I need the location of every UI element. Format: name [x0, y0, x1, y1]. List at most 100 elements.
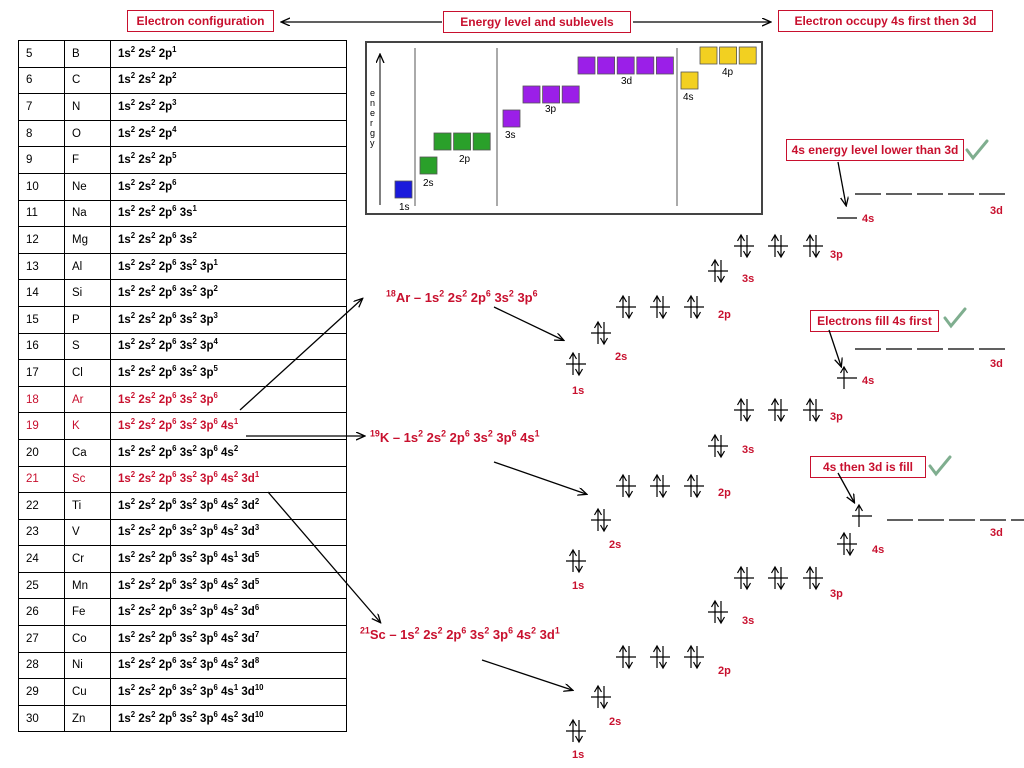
pointer-arrow [837, 472, 854, 502]
atomic-number: 16 [18, 332, 65, 361]
orbital-box-2p [472, 132, 491, 151]
label-4s: 4s [872, 544, 884, 556]
label-2p: 2p [718, 665, 731, 677]
scandium-equation: 21Sc – 1s2 2s2 2p6 3s2 3p6 4s2 3d1 [360, 625, 560, 642]
pointer-arrow [493, 461, 586, 494]
label-4s: 4s [862, 213, 874, 225]
electron-configuration: 1s2 2s2 2p6 3s2 3p6 4s2 3d1 [110, 465, 347, 494]
orbital-3p [768, 397, 788, 423]
orbital-box-3p [522, 85, 541, 104]
label-2s: 2s [609, 539, 621, 551]
label-1s: 1s [572, 580, 584, 592]
label-3s: 3s [742, 444, 754, 456]
electron-configuration: 1s2 2s2 2p6 3s2 3p6 4s2 [110, 438, 347, 467]
sublevel-label-4s: 4s [683, 92, 694, 103]
orbital-1s [566, 548, 586, 574]
atomic-number: 24 [18, 545, 65, 573]
atomic-number: 12 [18, 226, 65, 254]
check-icon [928, 455, 952, 477]
pointer-arrow [267, 491, 380, 622]
electron-configuration: 1s2 2s2 2p6 3s2 3p6 4s1 [110, 412, 347, 440]
electron-configuration: 1s2 2s2 2p4 [110, 119, 347, 148]
orbital-box-3d [636, 56, 655, 75]
element-symbol: O [64, 119, 111, 148]
element-symbol: Mg [64, 226, 111, 254]
label-3d: 3d [990, 527, 1003, 539]
sublevel-label-3d: 3d [621, 76, 632, 87]
orbital-3p [803, 397, 823, 423]
orbital-2p [616, 644, 636, 670]
check-icon [943, 307, 967, 329]
label-3d: 3d [990, 205, 1003, 217]
orbital-box-4s [680, 71, 699, 90]
label-1s: 1s [572, 385, 584, 397]
orbital-box-2p [453, 132, 472, 151]
label-2p: 2p [718, 487, 731, 499]
orbital-box-1s [394, 180, 413, 199]
orbital-box-4p [738, 46, 757, 65]
label-2s: 2s [609, 716, 621, 728]
pointer-arrow [239, 299, 362, 411]
orbital-box-3s [502, 109, 521, 128]
orbital-4s [837, 531, 857, 557]
orbital-3s [708, 599, 728, 625]
electron-configuration: 1s2 2s2 2p6 3s2 3p6 4s1 3d10 [110, 678, 347, 706]
element-symbol: P [64, 305, 111, 334]
chart-frame [365, 41, 763, 215]
electron-configuration: 1s2 2s2 2p5 [110, 146, 347, 174]
orbital-3p [734, 565, 754, 591]
element-symbol: Si [64, 279, 111, 307]
orbital-3p [734, 233, 754, 259]
electron-configuration: 1s2 2s2 2p3 [110, 93, 347, 121]
pointer-arrow [481, 659, 572, 690]
occupy-4s-first-callout: Electron occupy 4s first then 3d [778, 10, 993, 32]
pointer-arrow [493, 306, 563, 340]
orbital-2p [650, 294, 670, 320]
electron-configuration: 1s2 2s2 2p6 3s2 3p6 4s2 3d5 [110, 571, 347, 600]
argon-equation: 18Ar – 1s2 2s2 2p6 3s2 3p6 [386, 288, 538, 305]
electron-configuration: 1s2 2s2 2p2 [110, 66, 347, 95]
electron-configuration: 1s2 2s2 2p6 3s2 3p1 [110, 252, 347, 281]
orbital-box-4p [699, 46, 718, 65]
orbital-3p [768, 565, 788, 591]
orbital-3p [734, 397, 754, 423]
orbital-2p [616, 294, 636, 320]
orbital-1s [566, 351, 586, 377]
then-3d-callout: 4s then 3d is fill [810, 456, 926, 478]
electron-configuration: 1s2 2s2 2p6 3s1 [110, 199, 347, 228]
electron-configuration: 1s2 2s2 2p1 [110, 40, 347, 68]
atomic-number: 21 [18, 465, 65, 494]
orbital-2p [650, 644, 670, 670]
label-3p: 3p [830, 588, 843, 600]
element-symbol: C [64, 66, 111, 95]
atomic-number: 29 [18, 678, 65, 706]
label-2p: 2p [718, 309, 731, 321]
orbital-3s [708, 433, 728, 459]
element-symbol: Cu [64, 678, 111, 706]
sublevel-label-3s: 3s [505, 130, 516, 141]
label-3p: 3p [830, 411, 843, 423]
sublevel-label-4p: 4p [722, 67, 734, 78]
label-3s: 3s [742, 615, 754, 627]
element-symbol: Zn [64, 704, 111, 733]
orbital-2p [616, 473, 636, 499]
label-1s: 1s [572, 749, 584, 761]
lower-4s-callout: 4s energy level lower than 3d [786, 139, 964, 161]
orbital-box-3d [577, 56, 596, 75]
orbital-3p [803, 233, 823, 259]
potassium-equation: 19K – 1s2 2s2 2p6 3s2 3p6 4s1 [370, 428, 540, 445]
atomic-number: 26 [18, 598, 65, 627]
orbital-4s [837, 365, 857, 389]
orbital-box-3p [542, 85, 560, 104]
